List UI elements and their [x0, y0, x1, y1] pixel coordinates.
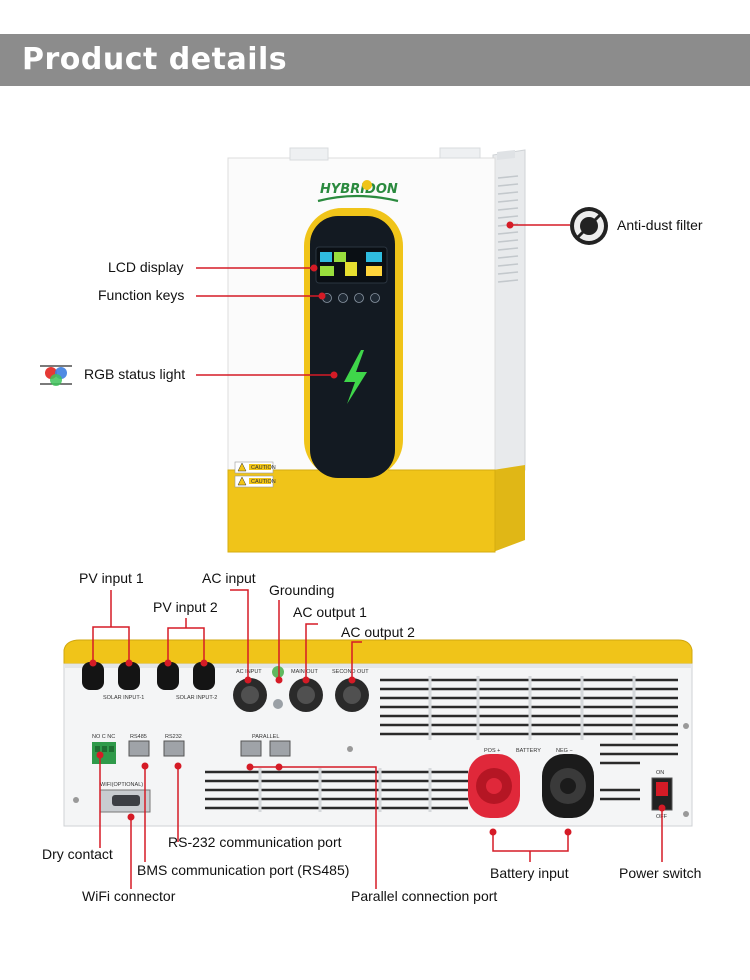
- header-bar: Product details: [0, 34, 750, 86]
- label-battery-input: Battery input: [490, 865, 569, 881]
- panel-solar-input-2: SOLAR INPUT-2: [176, 695, 217, 701]
- caution-label-2: CAUTION: [251, 479, 276, 485]
- panel-wifi-optional: WIFI(OPTIONAL): [100, 782, 143, 788]
- panel-rs232: RS232: [165, 734, 182, 740]
- panel-no-c-nc: NO C NC: [92, 734, 115, 740]
- label-wifi-connector: WiFi connector: [82, 888, 176, 904]
- label-power-switch: Power switch: [619, 865, 702, 881]
- panel-rs485: RS485: [130, 734, 147, 740]
- label-pv-input-2: PV input 2: [153, 599, 218, 615]
- anti-dust-icon: [570, 207, 608, 245]
- label-grounding: Grounding: [269, 582, 335, 598]
- panel-pos: POS +: [484, 748, 500, 754]
- caution-label-1: CAUTION: [251, 465, 276, 471]
- rgb-light-icon: [30, 364, 82, 386]
- panel-battery: BATTERY: [516, 748, 541, 754]
- panel-second-out: SECOND OUT: [332, 669, 369, 675]
- inverter-front-image: HYBRIDON CAUTION CAUTION: [30, 147, 608, 553]
- label-parallel-port: Parallel connection port: [351, 888, 498, 904]
- label-ac-output-2: AC output 2: [341, 624, 415, 640]
- panel-ac-input: AC INPUT: [236, 669, 262, 675]
- label-rgb-status-light: RGB status light: [84, 366, 186, 382]
- label-bms-port: BMS communication port (RS485): [137, 862, 350, 878]
- label-pv-input-1: PV input 1: [79, 570, 144, 586]
- label-ac-input: AC input: [202, 570, 256, 586]
- page-title: Product details: [22, 42, 288, 77]
- inverter-bottom-image: SOLAR INPUT-1 SOLAR INPUT-2 AC INPUT MAI…: [63, 589, 693, 889]
- panel-parallel: PARALLEL: [252, 734, 279, 740]
- panel-solar-input-1: SOLAR INPUT-1: [103, 695, 144, 701]
- label-ac-output-1: AC output 1: [293, 604, 367, 620]
- label-anti-dust-filter: Anti-dust filter: [617, 217, 703, 233]
- brand-logo: HYBRIDON: [320, 182, 398, 197]
- panel-on: ON: [656, 770, 664, 776]
- label-rs232-port: RS-232 communication port: [168, 834, 342, 850]
- label-lcd-display: LCD display: [108, 259, 184, 275]
- panel-neg: NEG −: [556, 748, 573, 754]
- label-function-keys: Function keys: [98, 287, 185, 303]
- panel-main-out: MAIN OUT: [291, 669, 319, 675]
- label-dry-contact: Dry contact: [42, 846, 113, 862]
